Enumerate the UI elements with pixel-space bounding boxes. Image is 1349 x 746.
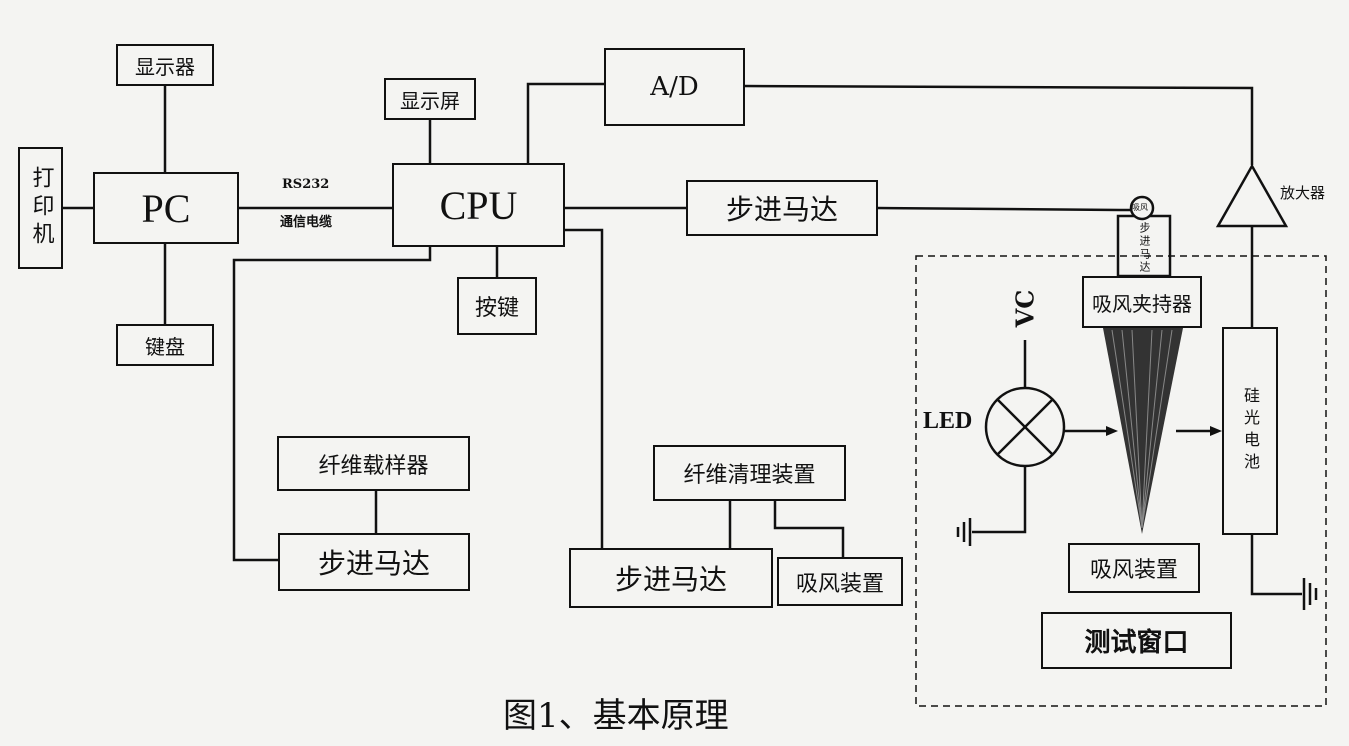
ad-converter-box: A/D xyxy=(604,48,745,126)
figure-caption: 图1、基本原理 xyxy=(503,696,729,736)
suction-device-small-box: 吸风装置 xyxy=(777,557,903,606)
printer-box: 打印机 xyxy=(18,147,63,269)
cable-label: 通信电缆 xyxy=(280,215,333,230)
cpu-box: CPU xyxy=(392,163,565,247)
monitor-box: 显示器 xyxy=(116,44,214,86)
mini-motor-label-top: 吸风 xyxy=(1132,203,1148,212)
fiber-beard xyxy=(1103,328,1183,534)
keyboard-box: 键盘 xyxy=(116,324,214,366)
mini-motor-label: 步进马达 xyxy=(1138,222,1151,274)
stepper-motor-left-box: 步进马达 xyxy=(278,533,470,591)
test-window-box: 测试窗口 xyxy=(1041,612,1232,669)
buttons-box: 按键 xyxy=(457,277,537,335)
stepper-motor-mid-box: 步进马达 xyxy=(569,548,773,608)
suction-clamp-box: 吸风夹持器 xyxy=(1082,276,1202,328)
suction-device-window-box: 吸风装置 xyxy=(1068,543,1200,593)
fiber-cleaner-box: 纤维清理装置 xyxy=(653,445,846,501)
photocell-box: 硅光电池 xyxy=(1222,327,1278,535)
display-screen-box: 显示屏 xyxy=(384,78,476,120)
pc-box: PC xyxy=(93,172,239,244)
stepper-motor-main-box: 步进马达 xyxy=(686,180,878,236)
rs232-label: RS232 xyxy=(282,177,330,192)
vc-label: VC xyxy=(1010,289,1040,328)
fiber-sampler-box: 纤维载样器 xyxy=(277,436,470,491)
amplifier-label: 放大器 xyxy=(1280,184,1326,202)
test-area-frame xyxy=(915,255,1327,707)
led-label: LED xyxy=(923,408,973,434)
